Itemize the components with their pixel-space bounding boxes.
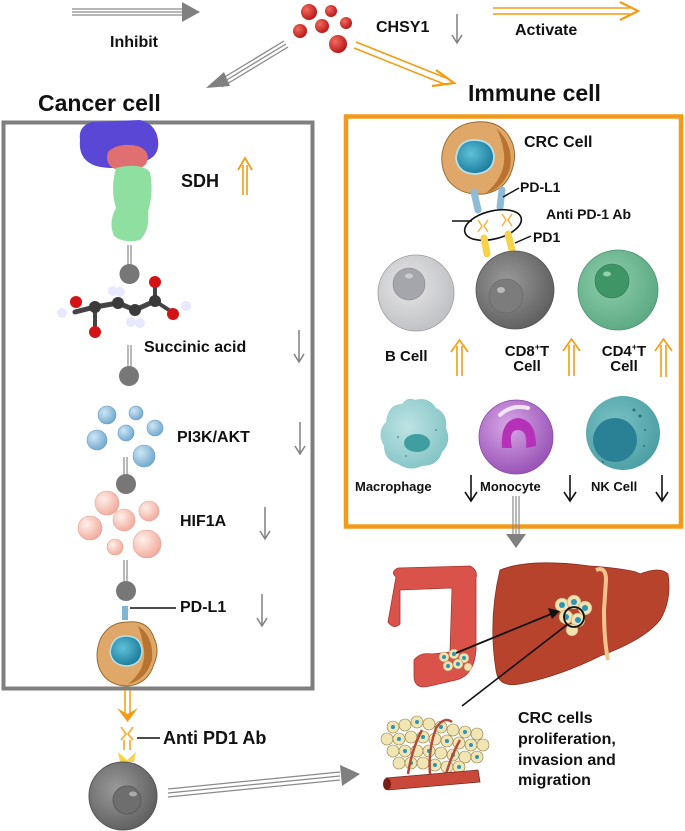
tumor-pointer-line [461,623,569,707]
chsy1-particles-icon [293,4,352,53]
outcome-line-1: CRC cells [518,710,593,727]
pd1-stem-left-icon [480,234,491,258]
sdh-label: SDH [181,171,220,191]
pd1-receptor-icon [118,752,136,762]
t-cell-icon [88,761,158,831]
crc-cell-label: CRC Cell [524,134,593,151]
pdl1-label: PD-L1 [180,599,227,616]
activate-arrow-to-immune [353,41,457,88]
pdl1-stem-right-icon [496,186,506,211]
nk-cell-icon [586,396,660,470]
succinic-acid-label: Succinic acid [144,339,247,356]
succinic-acid-down-arrow-icon [293,330,305,364]
outcome-line-2: proliferation, [518,730,616,748]
pdl1-receptor-icon [122,606,128,620]
anti-pd1-ab-label: Anti PD1 Ab [163,728,267,748]
monocyte-label: Monocyte [480,479,541,494]
chsy1-label: CHSY1 [376,19,430,36]
metastasis-arrow [455,611,557,654]
pi3k-akt-spheres-icon [86,405,164,468]
cd4-up-arrow-icon [654,337,673,377]
immune-pdl1-label: PD-L1 [520,179,561,195]
sdh-up-arrow-icon [237,156,253,195]
macrophage-icon [380,398,449,469]
activate-arrow-down [117,690,138,722]
cd8-label-rest: T [540,343,550,360]
cd4-label-line2: Cell [610,358,638,375]
cd8-label-sup: + [534,342,541,352]
cd4-t-cell-label: CD4+T Cell [586,342,662,375]
b-cell-up-arrow-icon [450,338,469,376]
hif1a-spheres-icon [77,490,162,559]
cd4-label-rest: T [637,343,647,360]
cd8-up-arrow-icon [562,337,581,376]
chsy1-down-arrow-icon [451,14,463,45]
cd4-t-cell-icon [577,249,659,331]
cd8-label-line2: Cell [513,358,541,375]
cancer-cell-icon [96,621,158,687]
inhibit-arrow-to-cancer [206,40,289,88]
immune-cell-title: Immune cell [468,80,601,106]
monocyte-icon [478,399,554,475]
outcome-text: CRC cells proliferation, invasion and mi… [518,709,616,792]
b-cell-label: B Cell [385,348,428,365]
cd4-label-main: CD4 [601,343,632,360]
cd8-t-cell-label: CD8+T Cell [487,342,567,375]
inhibit-legend-label: Inhibit [110,34,158,51]
activate-legend-arrow [493,1,641,21]
sdh-protein-icon [79,120,159,242]
inhibit-link-3 [116,457,136,494]
cancer-cell-box [1,120,315,691]
immune-anti-pd1-ab-label: Anti PD-1 Ab [546,206,632,222]
inhibit-link-2 [119,345,139,386]
cd8-t-cell-icon [475,250,555,330]
antibody-pair-icon [477,213,513,233]
b-cell-icon [377,254,455,332]
macrophage-label: Macrophage [355,479,432,494]
succinic-acid-molecule-icon [57,276,191,338]
crc-cell-icon [441,121,516,195]
pd1-label-pointer [514,235,532,244]
pdl1-label-pointer [502,187,520,198]
outcome-line-4: migration [518,772,591,790]
colon-icon [387,565,477,688]
cancer-cell-title: Cancer cell [38,90,161,116]
pdl1-down-arrow-icon [256,594,268,628]
pdl1-stem-left-icon [470,188,482,214]
activate-legend-label: Activate [515,22,578,39]
inhibit-link-1 [119,245,140,284]
tumor-vasculature-icon [380,715,490,791]
pd1-stem-right-icon [504,230,516,254]
macrophage-down-arrow-icon [464,475,478,503]
pi3k-akt-down-arrow-icon [294,422,306,456]
metastasis-arrowhead [548,608,560,619]
inhibit-legend-arrow [72,2,200,22]
cd4-label-sup: + [631,342,638,352]
liver-icon [492,562,670,686]
cd8-label-main: CD8 [504,343,535,360]
antibody-icon [120,726,134,750]
pi3k-akt-label: PI3K/AKT [177,429,250,446]
inhibit-arrow-down-to-organs [506,496,526,548]
hif1a-down-arrow-icon [259,507,271,541]
antibody-ellipse [463,208,523,242]
nk-cell-down-arrow-icon [655,475,669,503]
pd1-label: PD1 [533,229,561,245]
inhibit-link-4 [116,560,136,601]
hif1a-label: HIF1A [180,513,227,530]
inhibit-arrow-to-tumor [167,765,360,798]
outcome-line-3: invasion and [518,751,616,769]
nk-cell-label: NK Cell [591,479,638,494]
monocyte-down-arrow-icon [563,475,577,503]
